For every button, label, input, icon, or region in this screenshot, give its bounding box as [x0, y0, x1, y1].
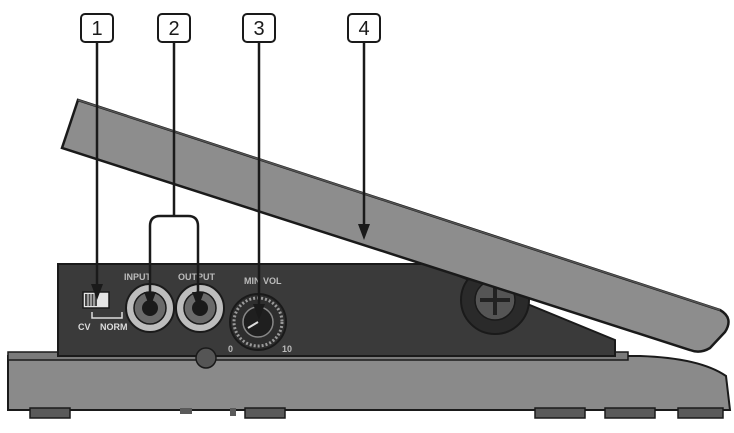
pedal-base	[7, 351, 732, 419]
callout-arrowheads	[91, 224, 370, 320]
callout-2: 2	[157, 13, 191, 43]
callout-3-label: 3	[253, 18, 264, 40]
knob-max-label: 10	[282, 344, 292, 354]
callout-2-label: 2	[168, 18, 179, 40]
callout-1: 1	[80, 13, 114, 43]
callout-4-label: 4	[358, 18, 369, 40]
callout-1-label: 1	[91, 18, 102, 40]
callout-4: 4	[347, 13, 381, 43]
switch-label-cv: CV	[78, 322, 91, 332]
callout-lines	[95, 42, 366, 312]
switch-label-norm: NORM	[100, 322, 128, 332]
knob-label: MIN VOL	[244, 276, 282, 286]
knob-min-label: 0	[228, 344, 233, 354]
callout-3: 3	[242, 13, 276, 43]
pedal-plate	[60, 98, 730, 353]
output-jack	[175, 283, 225, 333]
jack-label-input: INPUT	[124, 272, 152, 282]
